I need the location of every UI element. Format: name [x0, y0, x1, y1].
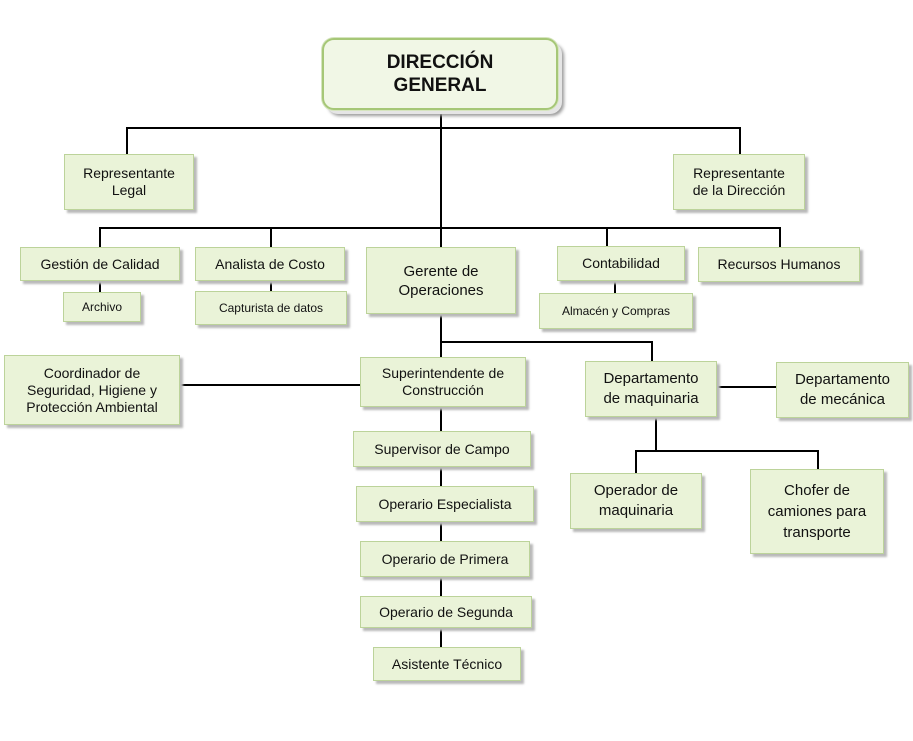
gerente-operaciones-box: Gerente de Operaciones [366, 247, 516, 314]
representante-legal-box: Representante Legal [64, 154, 194, 210]
gestion-calidad-label: Gestión de Calidad [40, 255, 160, 272]
operador-maquinaria-label: Operador de maquinaria [593, 482, 679, 519]
departamento-mecanica-label: Departamento de mecánica [794, 371, 891, 408]
capturista-datos-label: Capturista de datos [218, 300, 324, 315]
almacen-compras-box: Almacén y Compras [539, 293, 693, 329]
analista-costo-box: Analista de Costo [195, 247, 345, 281]
gerente-operaciones-label: Gerente de Operaciones [398, 262, 484, 299]
archivo-label: Archivo [81, 299, 122, 314]
asistente-tecnico-box: Asistente Técnico [373, 647, 521, 681]
contabilidad-label: Contabilidad [582, 255, 660, 271]
operario-primera-label: Operario de Primera [381, 550, 509, 567]
asistente-tecnico-label: Asistente Técnico [391, 655, 503, 672]
capturista-datos-box: Capturista de datos [195, 291, 347, 325]
supervisor-campo-box: Supervisor de Campo [353, 431, 531, 467]
operario-especialista-box: Operario Especialista [356, 486, 534, 522]
direccion-general-label: DIRECCIÓN GENERAL [386, 52, 494, 96]
operario-segunda-label: Operario de Segunda [379, 603, 513, 620]
representante-direccion-box: Representante de la Dirección [673, 154, 805, 210]
gestion-calidad-box: Gestión de Calidad [20, 247, 180, 281]
almacen-compras-label: Almacén y Compras [561, 303, 671, 318]
departamento-maquinaria-box: Departamento de maquinaria [585, 361, 717, 417]
recursos-humanos-label: Recursos Humanos [717, 256, 841, 272]
recursos-humanos-box: Recursos Humanos [698, 247, 860, 282]
operario-primera-box: Operario de Primera [360, 541, 530, 577]
operario-especialista-label: Operario Especialista [378, 495, 512, 512]
chofer-camiones-box: Chofer de camiones para transporte [750, 469, 884, 554]
chofer-camiones-label: Chofer de camiones para transporte [767, 482, 867, 541]
supervisor-campo-label: Supervisor de Campo [374, 440, 510, 457]
contabilidad-box: Contabilidad [557, 246, 685, 281]
archivo-box: Archivo [63, 292, 141, 322]
analista-costo-label: Analista de Costo [215, 255, 325, 272]
coordinador-seguridad-box: Coordinador de Seguridad, Higiene y Prot… [4, 355, 180, 425]
operador-maquinaria-box: Operador de maquinaria [570, 473, 702, 529]
superintendente-construccion-box: Superintendente de Construcción [360, 357, 526, 407]
operario-segunda-box: Operario de Segunda [360, 596, 532, 628]
coordinador-seguridad-label: Coordinador de Seguridad, Higiene y Prot… [26, 364, 158, 415]
departamento-maquinaria-label: Departamento de maquinaria [603, 370, 699, 407]
superintendente-construccion-label: Superintendente de Construcción [381, 365, 505, 398]
departamento-mecanica-box: Departamento de mecánica [776, 362, 909, 418]
direccion-general-box: DIRECCIÓN GENERAL [322, 38, 558, 110]
representante-direccion-label: Representante de la Dirección [692, 165, 786, 198]
representante-legal-label: Representante Legal [83, 165, 175, 198]
